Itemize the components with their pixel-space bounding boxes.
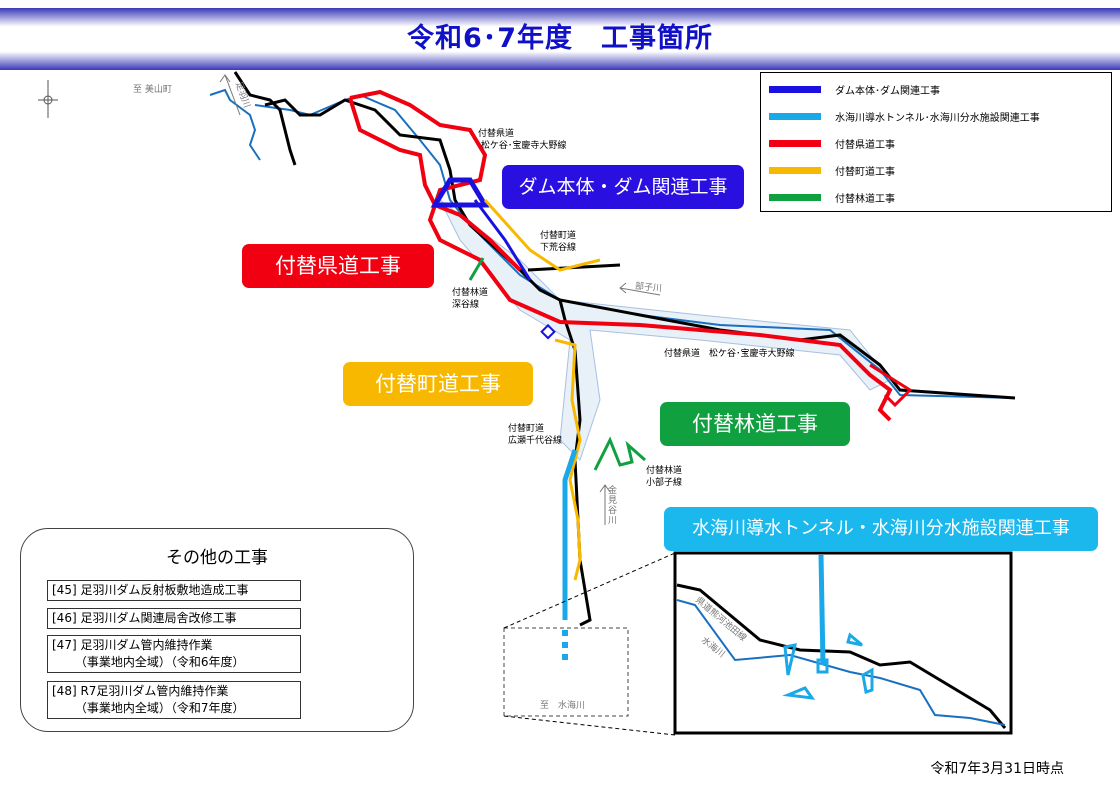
other-works-panel: その他の工事 [45] 足羽川ダム反射板敷地造成工事 [46] 足羽川ダム関連局… xyxy=(20,528,414,732)
label-kanmidani-river: 金見谷川 xyxy=(608,486,618,526)
callout-kendo: 付替県道工事 xyxy=(242,244,434,288)
inset-map-frame xyxy=(673,551,1013,735)
legend-label: 水海川導水トンネル･水海川分水施設関連工事 xyxy=(835,112,1040,124)
other-work-item: [46] 足羽川ダム関連局舎改修工事 xyxy=(47,608,301,629)
callout-dam: ダム本体・ダム関連工事 xyxy=(502,165,744,209)
legend-label: 付替町道工事 xyxy=(835,166,895,178)
legend-label: ダム本体･ダム関連工事 xyxy=(835,85,940,97)
legend-swatch xyxy=(769,193,821,201)
prefectural-road-route xyxy=(348,89,893,422)
callout-chodo: 付替町道工事 xyxy=(343,362,533,406)
inset-source-box xyxy=(503,627,629,717)
other-work-item: [48] R7足羽川ダム管内維持作業 （事業地内全域）（令和7年度） xyxy=(47,681,301,719)
dam-related-site xyxy=(540,323,556,340)
inset-connector xyxy=(503,552,676,736)
label-bushi-river: 部子川 xyxy=(634,281,663,295)
town-road-route xyxy=(483,198,601,581)
as-of-date: 令和7年3月31日時点 xyxy=(930,761,1064,777)
legend-item-chodo: 付替町道工事 xyxy=(769,160,895,180)
callout-tunnel: 水海川導水トンネル・水海川分水施設関連工事 xyxy=(664,507,1098,551)
prefectural-road-east-loop xyxy=(869,363,913,408)
legend-label: 付替県道工事 xyxy=(835,139,895,151)
intake-structures xyxy=(782,632,874,700)
compass-icon xyxy=(38,80,58,118)
legend-label: 付替林道工事 xyxy=(835,193,895,205)
label-kendo-north: 付替県道 松ケ谷･宝慶寺大野線 xyxy=(478,129,567,151)
callout-rindo: 付替林道工事 xyxy=(660,402,850,446)
label-rindo-kobushi: 付替林道 小部子線 xyxy=(646,466,683,488)
legend: ダム本体･ダム関連工事 水海川導水トンネル･水海川分水施設関連工事 付替県道工事… xyxy=(760,72,1112,212)
label-chodo-shimoara: 付替町道 下荒谷線 xyxy=(540,231,577,253)
legend-swatch xyxy=(769,166,821,174)
other-work-item: [45] 足羽川ダム反射板敷地造成工事 xyxy=(47,580,301,601)
page-title: 令和6･7年度 工事箇所 xyxy=(406,23,714,54)
inset-road xyxy=(676,583,1007,729)
legend-swatch xyxy=(769,139,821,147)
tunnel-route xyxy=(562,449,578,620)
label-rindo-fukatani: 付替林道 深谷線 xyxy=(452,288,489,310)
legend-item-dam: ダム本体･ダム関連工事 xyxy=(769,79,940,99)
dam-structure xyxy=(430,177,490,208)
inset-tunnel xyxy=(818,554,826,666)
label-chodo-hirose: 付替町道 広瀬千代谷線 xyxy=(508,424,563,446)
legend-item-tunnel: 水海川導水トンネル･水海川分水施設関連工事 xyxy=(769,106,1040,126)
dam-related-route xyxy=(473,199,532,281)
legend-item-kendo: 付替県道工事 xyxy=(769,133,895,153)
label-to-miyama: 至 美山町 xyxy=(133,85,172,95)
label-to-mizumi: 至 水海川 xyxy=(540,701,586,711)
legend-swatch xyxy=(769,85,821,93)
other-works-title: その他の工事 xyxy=(166,548,268,568)
legend-item-rindo: 付替林道工事 xyxy=(769,187,895,207)
forest-road-kobushi xyxy=(593,436,646,471)
label-kendo-east: 付替県道 松ケ谷･宝慶寺大野線 xyxy=(664,349,795,359)
river-direction-arrow xyxy=(219,74,661,525)
title-bar xyxy=(0,8,1120,70)
other-work-item: [47] 足羽川ダム管内維持作業 （事業地内全域）（令和6年度） xyxy=(47,635,301,673)
legend-swatch xyxy=(769,112,821,120)
forest-road-fukatani xyxy=(468,257,485,281)
